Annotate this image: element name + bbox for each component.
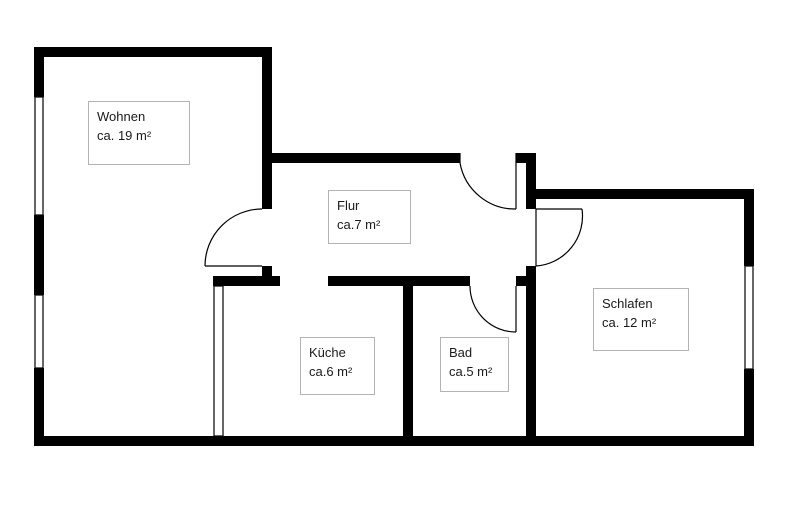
room-label-schlafen: Schlafen ca. 12 m²	[593, 288, 689, 351]
wall-wohnen-right-lower	[262, 266, 272, 279]
room-name-bad: Bad	[449, 345, 473, 360]
wall-flur-bottom-left	[213, 276, 280, 286]
wall-top-wohnen	[34, 47, 272, 57]
windows	[34, 96, 754, 370]
wall-schlafen-right-upper	[744, 189, 754, 266]
room-area-flur: ca.7 m²	[337, 217, 381, 232]
room-label-bad: Bad ca.5 m²	[440, 337, 509, 392]
wall-schlafen-left	[526, 266, 536, 446]
wall-flur-right-upper	[526, 153, 536, 209]
room-label-kueche: Küche ca.6 m²	[300, 337, 375, 395]
wall-schlafen-top	[526, 189, 754, 199]
doors	[204, 153, 584, 333]
door-schlafen	[535, 208, 584, 267]
room-name-wohnen: Wohnen	[97, 109, 146, 124]
room-name-kueche: Küche	[309, 345, 346, 360]
wall-left-middle	[34, 215, 44, 295]
door-bad	[469, 285, 517, 333]
room-area-wohnen: ca. 19 m²	[97, 128, 152, 143]
wall-bottom	[34, 436, 754, 446]
room-name-flur: Flur	[337, 198, 360, 213]
wall-kueche-bad	[403, 276, 413, 446]
room-name-schlafen: Schlafen	[602, 296, 653, 311]
room-label-flur: Flur ca.7 m²	[328, 190, 411, 244]
window-schlafen	[744, 265, 754, 370]
room-area-schlafen: ca. 12 m²	[602, 315, 657, 330]
window-wohnen-upper	[34, 96, 44, 216]
wall-flur-top	[262, 153, 460, 163]
wall-wohnen-kueche	[213, 285, 224, 437]
walls	[34, 47, 754, 446]
interior-thin-wall	[213, 285, 224, 437]
room-area-bad: ca.5 m²	[449, 364, 493, 379]
window-wohnen-lower	[34, 294, 44, 369]
door-wohnen	[204, 208, 263, 267]
wall-left-upper	[34, 47, 44, 97]
wall-flur-bottom-middle	[328, 276, 470, 286]
wall-schlafen-left-stub	[516, 276, 536, 286]
wall-schlafen-right-lower	[744, 369, 754, 446]
room-label-wohnen: Wohnen ca. 19 m²	[88, 101, 190, 165]
wall-left-lower	[34, 368, 44, 446]
door-flur-top	[459, 153, 517, 210]
room-area-kueche: ca.6 m²	[309, 364, 353, 379]
wall-wohnen-right-upper	[262, 47, 272, 209]
